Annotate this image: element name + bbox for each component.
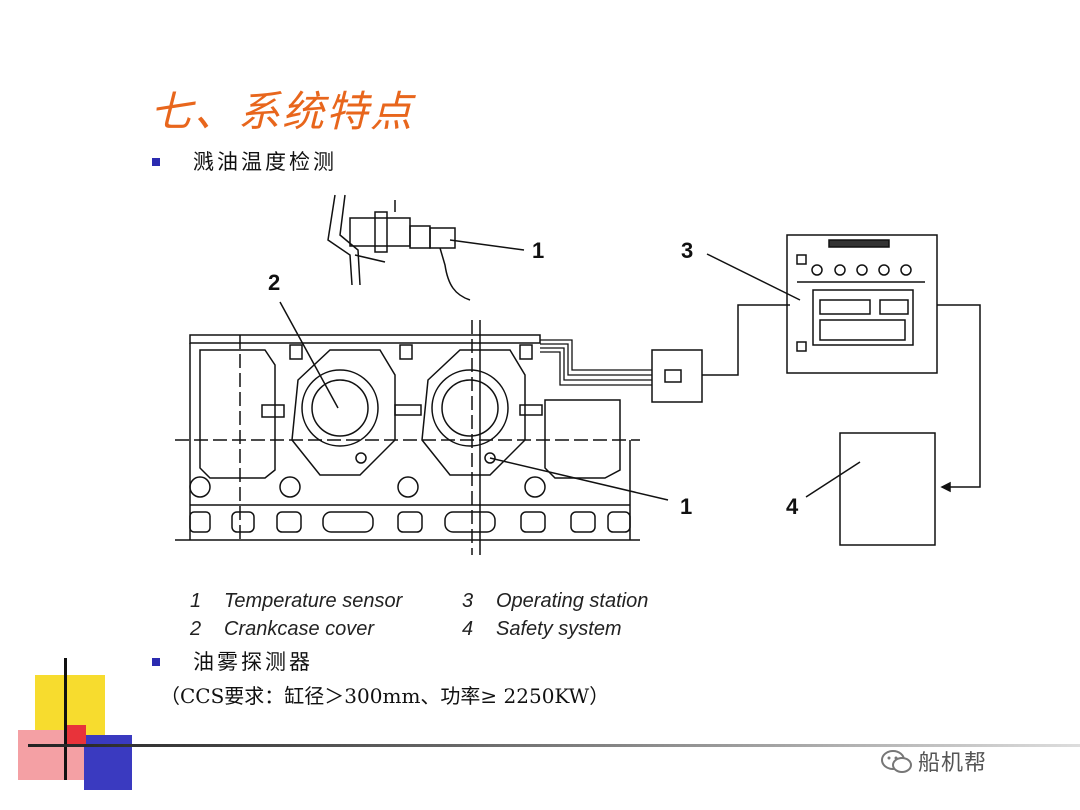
bullet-text-splash-oil-temp: 溅油温度检测 [193, 150, 337, 174]
engine-crankcase-drawing [175, 320, 640, 555]
legend-item-number: 1 [190, 590, 202, 612]
callout-number: 1 [532, 238, 545, 263]
operating-station-drawing [786, 234, 938, 374]
bullet-marker [152, 658, 160, 666]
legend-item-label: Operating station [496, 590, 649, 612]
safety-system-box [839, 432, 936, 546]
slide-title: 七、系统特点 [150, 87, 415, 136]
deco-square-red-small [66, 725, 86, 745]
legend-item-label: Temperature sensor [224, 590, 403, 612]
bullet-text-oil-mist-detector: 油雾探测器 [193, 650, 313, 674]
callout-number: 1 [680, 494, 693, 519]
legend-item-label: Safety system [496, 618, 622, 640]
deco-vertical-line [64, 658, 67, 780]
sensor-cables [540, 339, 652, 386]
callout-number: 2 [268, 270, 281, 295]
legend-item-label: Crankcase cover [224, 618, 375, 640]
legend-item-number: 2 [190, 618, 202, 640]
ccs-requirement: （CCS要求：缸径＞300mm、功率≥ 2250KW） [160, 684, 610, 708]
watermark-text: 船机帮 [918, 751, 988, 776]
callout-number: 3 [681, 238, 694, 263]
deco-horizontal-line [28, 744, 1080, 747]
sensor-detail-drawing [327, 194, 471, 301]
bullet-marker [152, 158, 160, 166]
legend-item-number: 3 [462, 590, 474, 612]
legend-item-number: 4 [462, 618, 474, 640]
wechat-icon [881, 750, 912, 773]
callout-number: 4 [786, 494, 799, 519]
junction-box [651, 349, 703, 403]
